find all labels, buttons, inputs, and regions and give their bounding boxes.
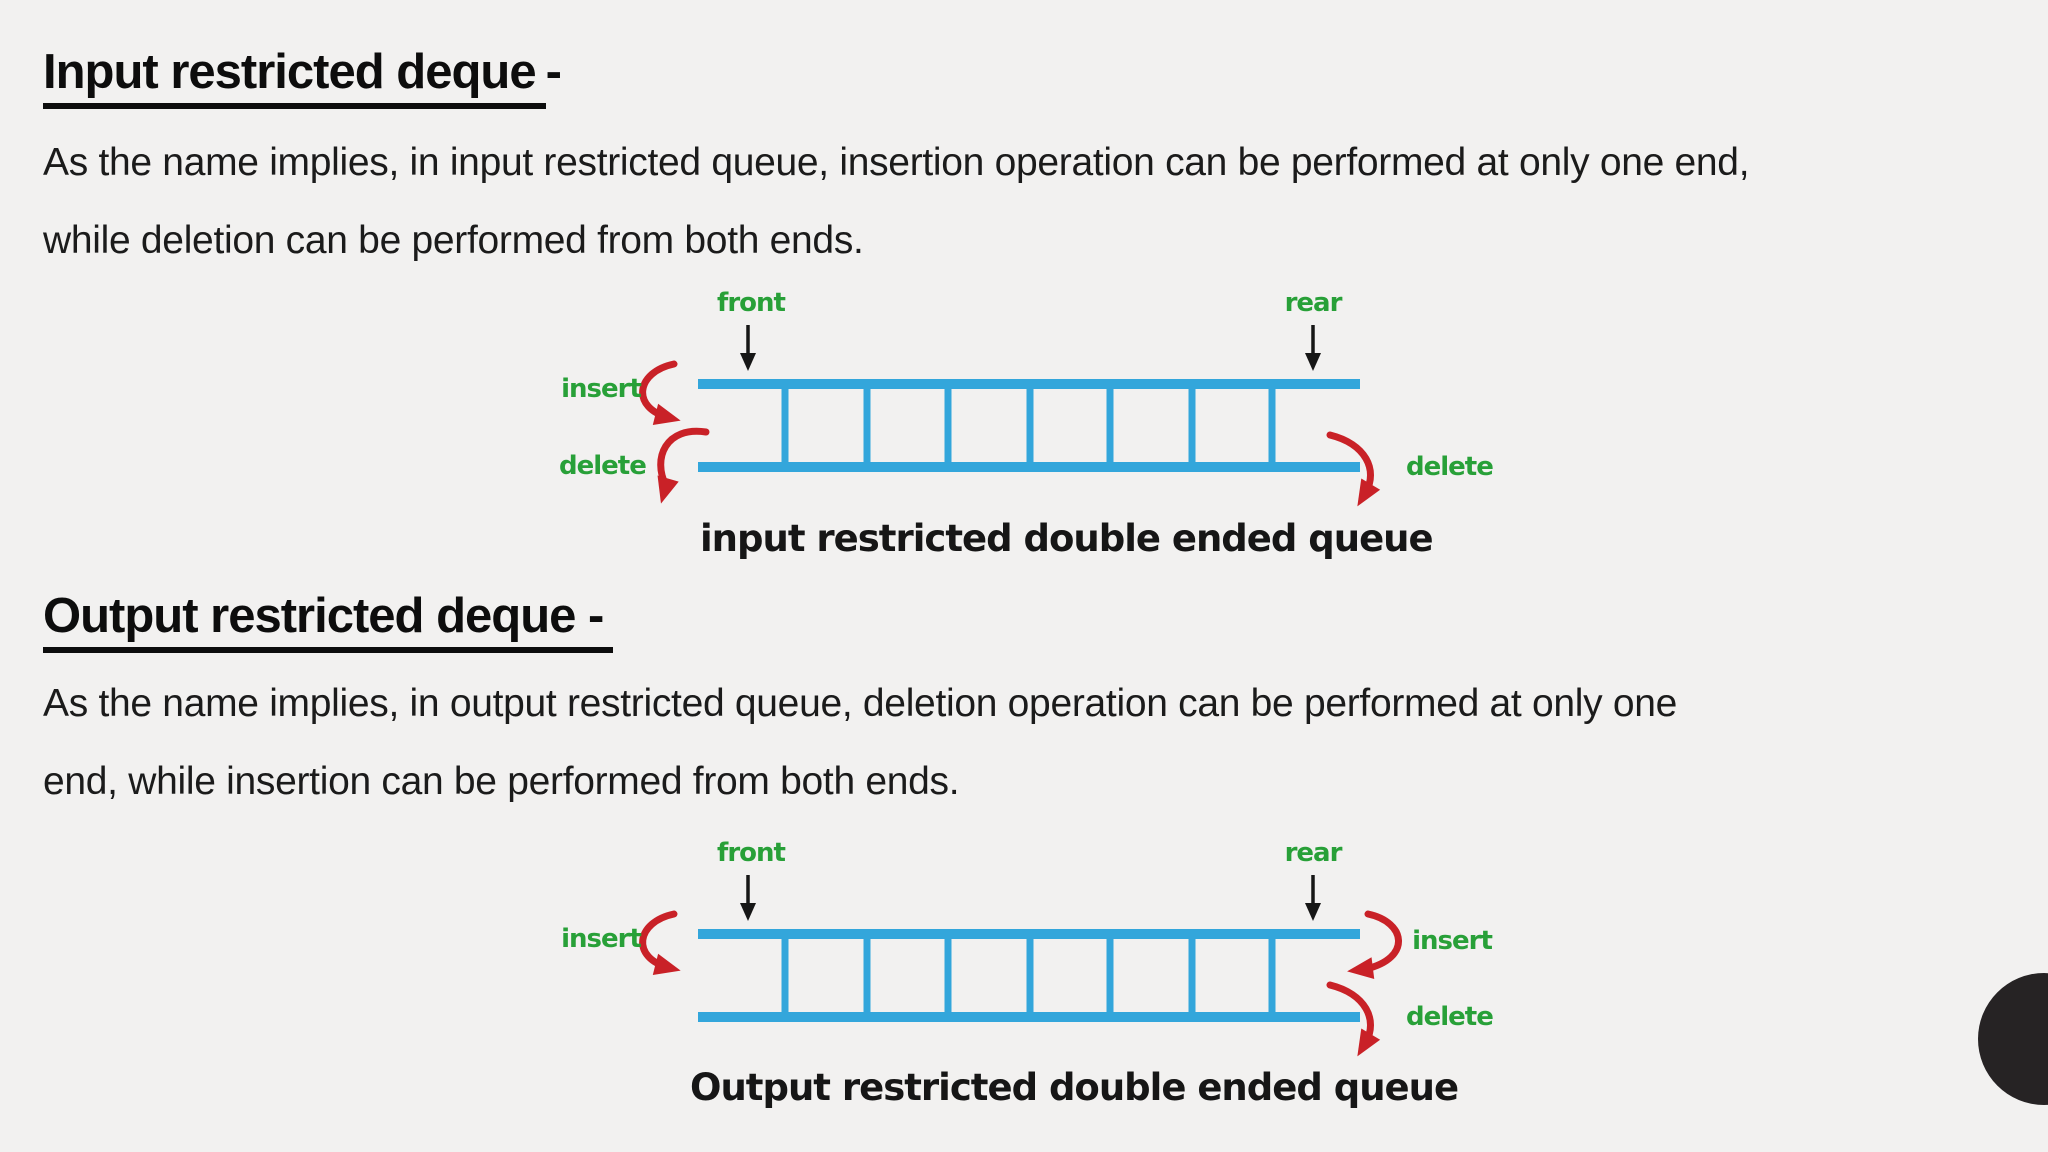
insert-left-label: insert: [561, 924, 642, 954]
section2-paragraph-line2: end, while insertion can be performed fr…: [43, 760, 960, 803]
section2-diagram-caption: Output restricted double ended queue: [690, 1066, 1459, 1109]
insert-right-label: insert: [1412, 926, 1493, 956]
queue-ladder: [698, 379, 1360, 472]
insert-left-label: insert: [561, 374, 642, 404]
rear-label: rear: [1284, 838, 1343, 868]
delete-right-label: delete: [1406, 452, 1494, 482]
section1-heading-dash: -: [545, 45, 562, 99]
section2-paragraph-line1: As the name implies, in output restricte…: [43, 682, 1678, 725]
front-label: front: [717, 288, 786, 318]
section2-heading-text: Output restricted deque -: [43, 588, 614, 653]
section1-heading: Input restricted deque-: [43, 44, 562, 109]
insert-left-arrow-icon: [639, 360, 681, 426]
delete-left-arrow-icon: [657, 427, 710, 504]
section1-paragraph-line2: while deletion can be performed from bot…: [43, 219, 864, 262]
input-restricted-deque-diagram: [639, 325, 1381, 507]
insert-right-arrow-icon: [1347, 910, 1402, 980]
output-restricted-deque-diagram: [639, 875, 1402, 1057]
rear-label: rear: [1284, 288, 1343, 318]
section2-heading: Output restricted deque -: [43, 588, 614, 653]
corner-circle-decoration: [1978, 973, 2048, 1105]
section1-heading-text: Input restricted deque: [43, 44, 546, 109]
section1-paragraph-line1: As the name implies, in input restricted…: [43, 141, 1750, 184]
section1-diagram-caption: input restricted double ended queue: [700, 517, 1434, 560]
delete-right-label: delete: [1406, 1002, 1494, 1032]
section1-paragraph: As the name implies, in input restricted…: [43, 124, 1750, 280]
section2-paragraph: As the name implies, in output restricte…: [43, 665, 1677, 821]
delete-left-label: delete: [559, 451, 647, 481]
insert-left-arrow-icon: [639, 910, 681, 976]
queue-ladder: [698, 929, 1360, 1022]
delete-right-arrow-icon: [1326, 981, 1381, 1057]
delete-right-arrow-icon: [1326, 431, 1381, 507]
front-label: front: [717, 838, 786, 868]
